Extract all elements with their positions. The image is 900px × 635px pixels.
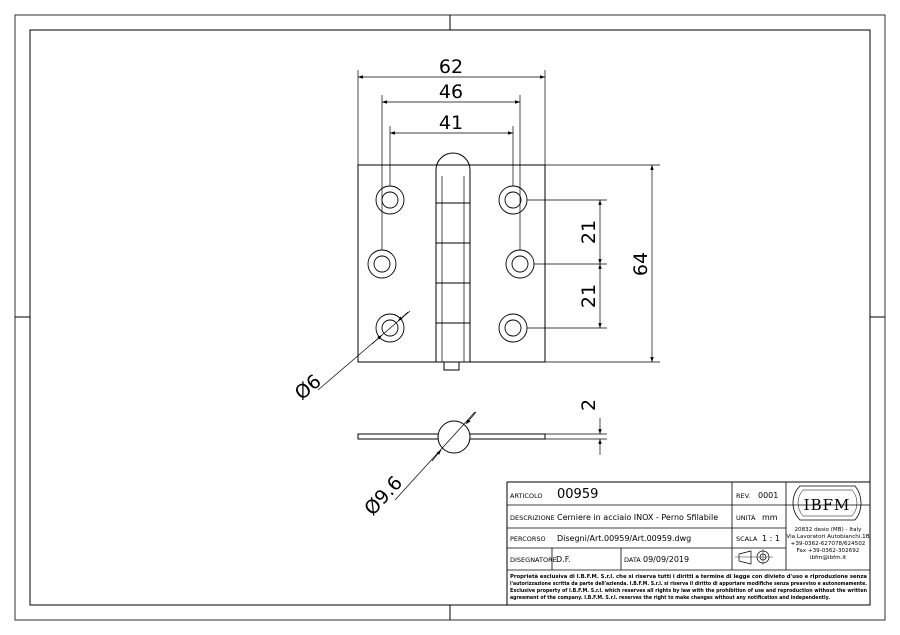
screw-hole [367,249,397,279]
dim-text-21-lower: 21 [578,284,600,308]
outer-border [14,14,886,621]
descrizione-value: Cerniere in acciaio INOX - Perno Sfilabi… [557,513,718,522]
hole-diameter-leader [317,310,411,391]
thickness-dimension [545,418,607,455]
knuckle-diameter-leader [394,411,477,501]
removable-pin [443,361,460,371]
rev-value: 0001 [758,491,778,500]
articolo-label: ARTICOLO [510,492,543,500]
dim-text-knuckle-diameter: Ø9.6 [360,472,407,520]
scala-value: 1 : 1 [762,534,780,543]
hinge-side-view [357,420,546,454]
title-block [506,481,871,606]
data-value: 09/09/2019 [643,555,689,564]
scala-label: SCALA [736,535,758,543]
sheet-frame [14,14,886,621]
legal-notice-line-1: Proprietà esclusiva di I.B.F.M. S.r.l. c… [510,573,867,580]
articolo-value: 00959 [557,487,598,502]
legal-notice-line-2: l'autorizzazione scritta da parte dell'a… [510,581,867,587]
side-knuckle [437,420,471,454]
screw-hole [498,313,528,343]
dim-text-46: 46 [439,81,463,103]
legal-notice-line-3: Exclusive property of I.B.F.M. S.r.l. wh… [510,588,867,594]
dim-text-62: 62 [439,56,463,78]
percorso-value: Disegni/Art.00959/Art.00959.dwg [557,534,691,543]
company-logo [792,485,862,521]
screw-holes [367,185,535,343]
rev-label: REV. [736,492,750,500]
company-phone: +39-0362-627078/624502 [791,541,866,547]
projection-symbol-icon [735,549,773,565]
screw-hole [375,313,405,343]
dim-text-thickness: 2 [578,399,600,411]
company-address-2: Via Lavoratori Autobianchi,1B [786,534,869,540]
percorso-label: PERCORSO [510,535,546,543]
disegnatore-label: DISEGNATORE [510,556,557,564]
company-logo-text: IBFM [804,496,851,514]
screw-hole [375,185,405,215]
dim-text-21-upper: 21 [578,220,600,244]
data-label: DATA [624,556,641,564]
legal-notice-line-4: agreement of the company. I.B.F.M. S.r.l… [510,595,830,601]
dim-text-hole-diameter: Ø6 [291,370,326,404]
hinge-leaf-outline [357,164,546,363]
company-email: ibfm@ibfm.it [810,555,847,561]
horizontal-dimensions [357,70,546,250]
unita-value: mm [762,513,778,522]
descrizione-label: DESCRIZIONE [510,514,555,522]
screw-hole [505,249,535,279]
company-address-1: 20832 desio (MB) - Italy [795,527,863,533]
unita-label: UNITÀ [736,513,756,522]
hinge-knuckle [435,152,471,362]
company-fax: Fax +39-0362-302692 [797,548,860,554]
hinge-front-view [357,152,546,371]
dim-text-41: 41 [439,112,463,134]
vertical-dimensions [527,164,660,363]
dim-text-64: 64 [630,252,652,276]
disegnatore-value: D.F. [556,555,571,564]
screw-hole [498,185,528,215]
